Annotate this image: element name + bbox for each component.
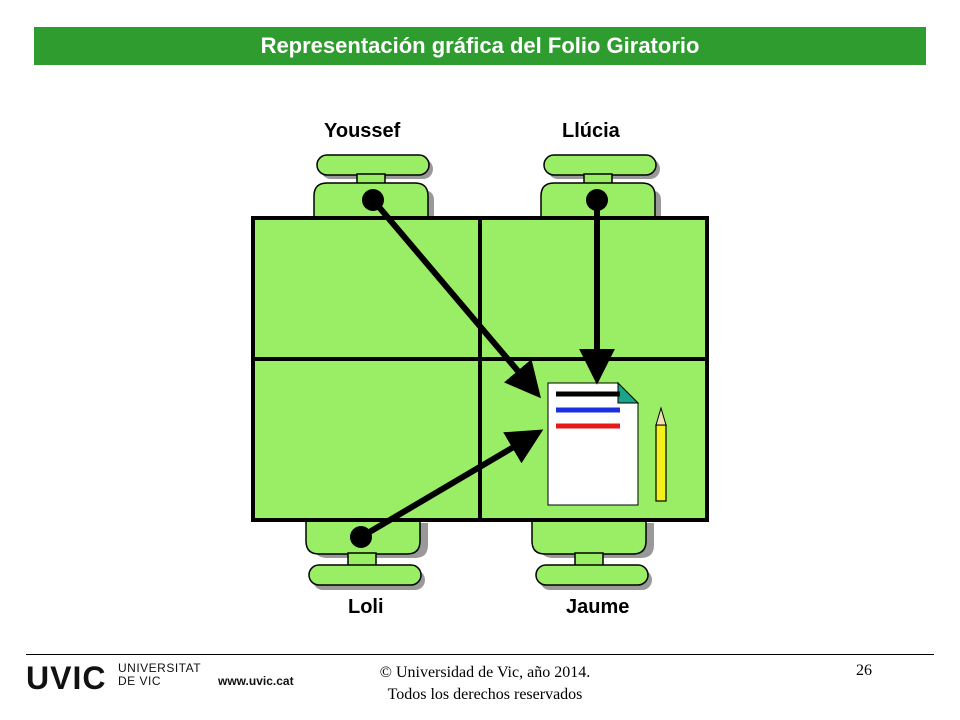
arrow-loli-to-sheet	[350, 429, 544, 548]
chair-icon	[540, 154, 661, 222]
name-loli: Loli	[348, 596, 384, 618]
chair-icon	[305, 518, 428, 590]
page-number: 26	[856, 662, 872, 679]
pencil-icon	[655, 406, 667, 502]
copyright-line-2: Todos los derechos reservados	[387, 686, 583, 703]
copyright-line-1: © Universidad de Vic, año 2014.	[379, 664, 591, 681]
name-llucia: Llúcia	[562, 120, 620, 142]
website-url: www.uvic.cat	[218, 674, 294, 688]
logo-line-1: UNIVERSITAT	[118, 661, 202, 675]
sheet-icon	[547, 381, 640, 506]
chair-icon	[313, 154, 434, 222]
logo-line-2: DE VIC	[118, 674, 162, 688]
arrow-youssef-to-sheet	[362, 189, 541, 399]
uvic-logo-text: UNIVERSITAT DE VIC	[118, 662, 201, 688]
name-youssef: Youssef	[324, 120, 401, 142]
copyright-notice: © Universidad de Vic, año 2014. Todos lo…	[340, 662, 630, 706]
chair-icon	[531, 518, 654, 590]
arrow-llucia-to-sheet	[579, 189, 615, 385]
uvic-logo: UVIC	[26, 660, 107, 696]
name-jaume: Jaume	[566, 596, 630, 618]
table	[251, 216, 709, 522]
slide-title: Representación gráfica del Folio Girator…	[34, 27, 926, 65]
footer-divider	[26, 654, 934, 655]
